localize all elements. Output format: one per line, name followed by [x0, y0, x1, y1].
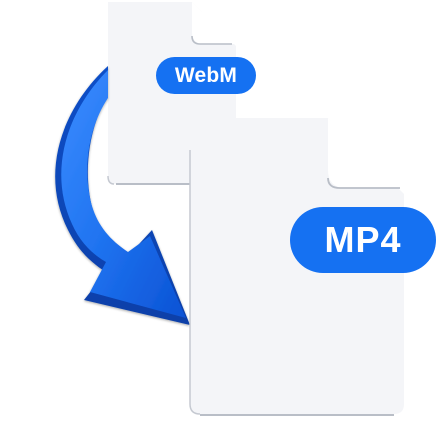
target-format-badge: MP4 [290, 207, 436, 273]
source-format-badge: WebM [156, 57, 256, 94]
curved-arrow-icon [55, 66, 190, 325]
target-file-icon [189, 118, 404, 416]
